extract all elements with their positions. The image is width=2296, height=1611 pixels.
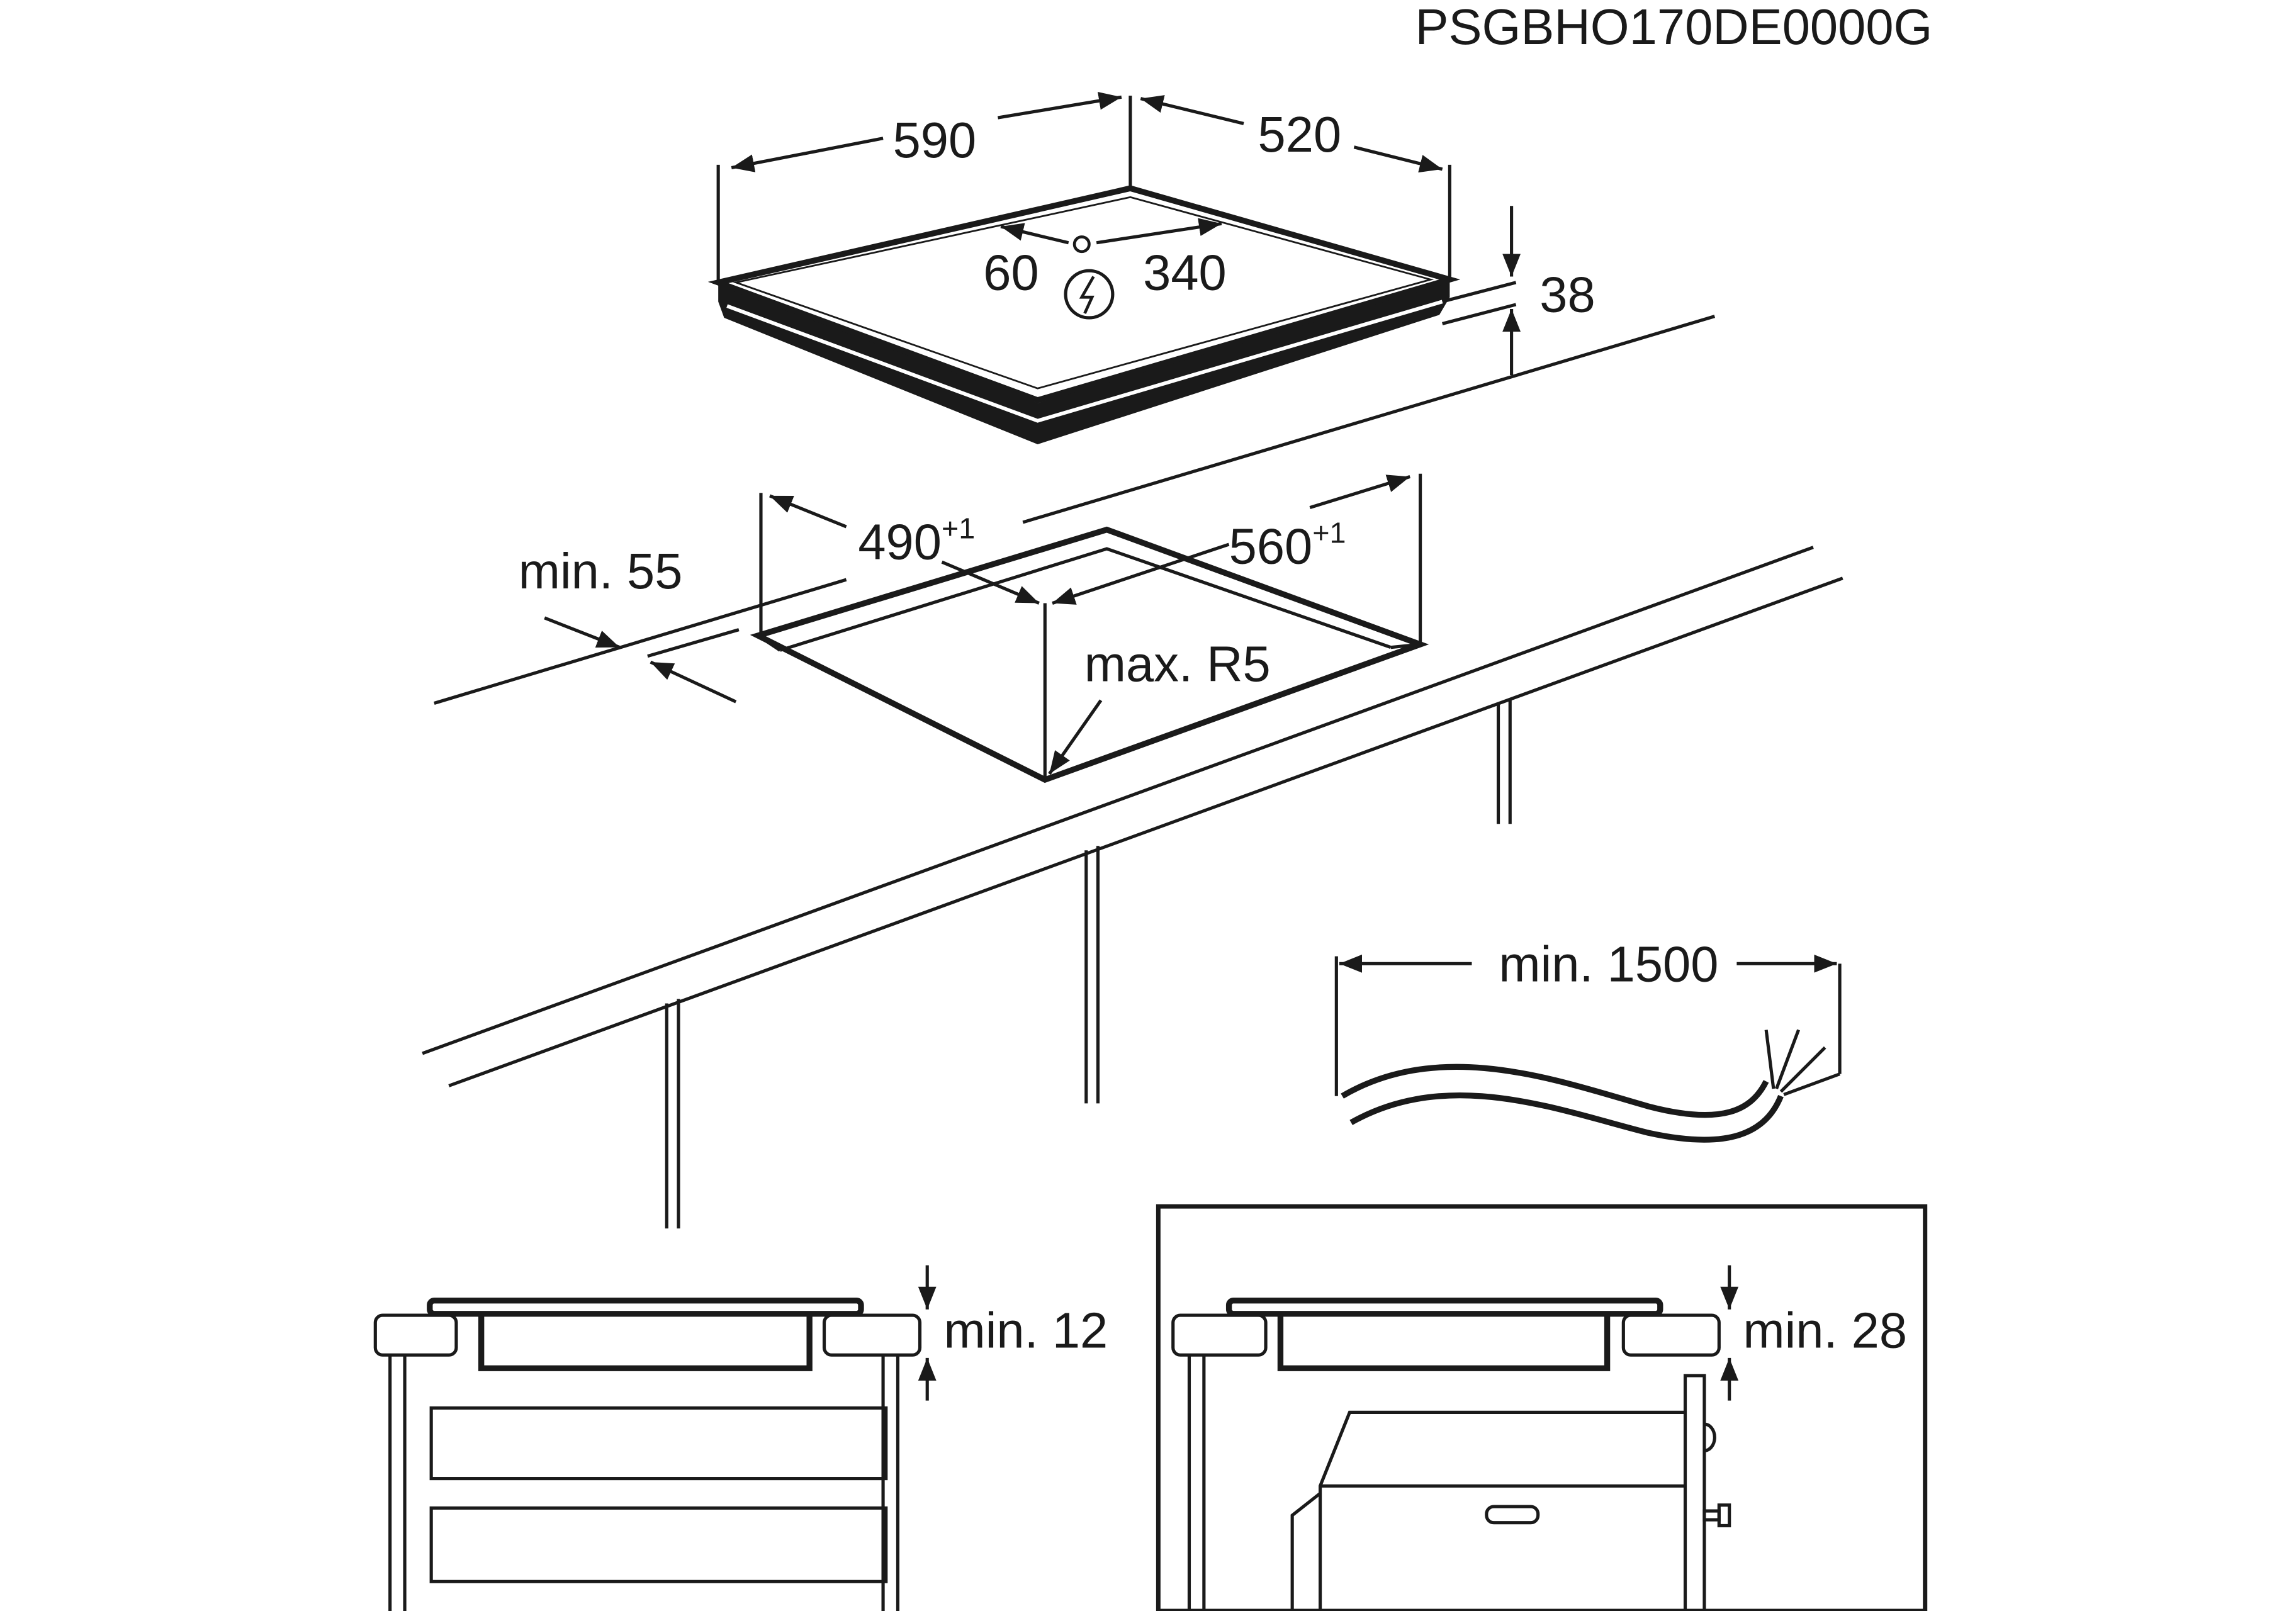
cable-drawing [1334,954,1842,1143]
corner-radius-label: max. R5 [1084,636,1271,692]
cutout-dimension-lines [544,473,1422,780]
hob-dimension-lines [716,92,1521,376]
drawer-installation-drawing [373,1265,937,1611]
model-code: PSGBHO170DE0000G [1415,0,1933,55]
hob-width-label: 590 [893,112,977,168]
back-distance-label: min. 55 [519,543,683,599]
connection-offset-label: 60 [983,245,1038,301]
hob-depth-label: 520 [1258,106,1342,162]
lightning-icon [1064,269,1115,320]
oven-clearance-label: min. 28 [1743,1303,1907,1359]
hob-height-label: 38 [1539,267,1595,323]
cable-length-label: min. 1500 [1499,936,1718,992]
oven-installation-drawing [1156,1204,1928,1611]
countertop-drawing [422,315,1843,1229]
cutout-width-label: 560+1 [1229,517,1346,575]
cutout-depth-label: 490+1 [858,512,975,570]
drawer-clearance-label: min. 12 [944,1303,1108,1359]
connection-distance-label: 340 [1143,245,1227,301]
